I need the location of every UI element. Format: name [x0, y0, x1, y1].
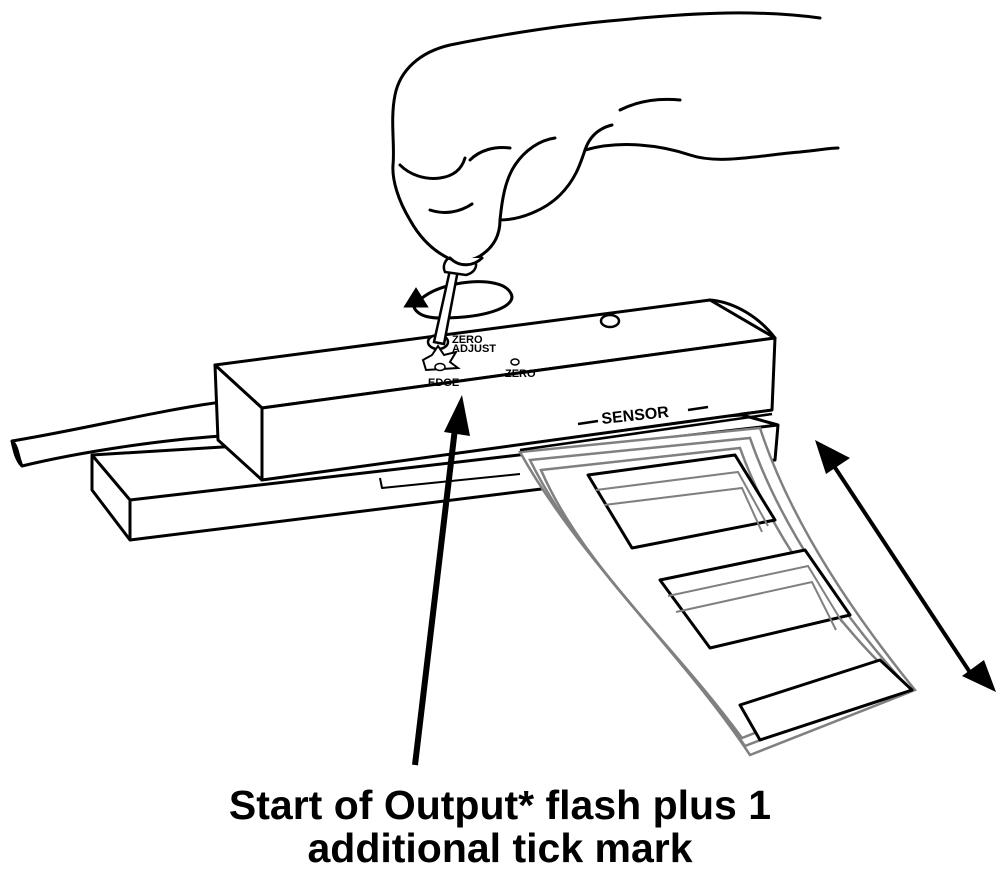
indicator-hole — [599, 313, 621, 329]
zero-label: ZERO — [505, 368, 536, 380]
pointer-arrow — [412, 395, 470, 766]
edge-led — [421, 344, 461, 372]
zero-adjust-label-line2: ADJUST — [452, 343, 496, 355]
label-2 — [658, 548, 852, 650]
caption-line-2: additional tick mark — [307, 825, 693, 871]
edge-label: EDGE — [428, 377, 459, 389]
movement-arrow — [815, 440, 996, 692]
label-3 — [738, 658, 914, 742]
label-1 — [586, 453, 777, 550]
zero-led — [510, 358, 520, 366]
hand — [391, 11, 840, 267]
rotate-arrow-icon — [403, 280, 514, 320]
caption-line-1: Start of Output* flash plus 1 — [228, 782, 772, 828]
zero-adjust-label-line1: ZERO — [452, 334, 483, 346]
sensor-housing — [213, 298, 777, 482]
